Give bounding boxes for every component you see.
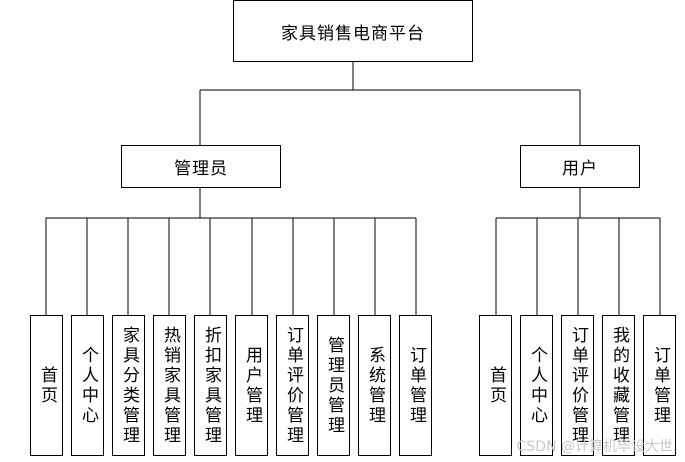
leaf-label: 个人中心 bbox=[78, 345, 98, 426]
leaf-label: 用户管理 bbox=[242, 345, 262, 426]
group-node-user-label: 用户 bbox=[562, 159, 598, 179]
admin-leaf-category-mgmt: 家具分类管理 bbox=[112, 315, 145, 456]
admin-leaf-admin-mgmt: 管理员管理 bbox=[317, 315, 350, 456]
user-leaf-order-review-mgmt: 订单评价管理 bbox=[561, 315, 594, 456]
admin-leaf-hot-furniture-mgmt: 热销家具管理 bbox=[153, 315, 186, 456]
group-node-user: 用户 bbox=[520, 145, 640, 188]
leaf-label: 首页 bbox=[37, 365, 57, 406]
leaf-label: 热销家具管理 bbox=[160, 325, 180, 446]
leaf-label: 管理员管理 bbox=[324, 335, 344, 436]
leaf-label: 个人中心 bbox=[527, 345, 547, 426]
admin-leaf-user-mgmt: 用户管理 bbox=[235, 315, 268, 456]
admin-leaf-profile: 个人中心 bbox=[71, 315, 104, 456]
leaf-label: 订单管理 bbox=[650, 345, 670, 426]
watermark: CSDN @计算机毕设大世 bbox=[516, 439, 673, 455]
admin-leaf-order-mgmt: 订单管理 bbox=[399, 315, 432, 456]
leaf-label: 订单评价管理 bbox=[568, 325, 588, 446]
leaf-label: 首页 bbox=[486, 365, 506, 406]
user-leaf-profile: 个人中心 bbox=[520, 315, 553, 456]
user-leaf-order-mgmt: 订单管理 bbox=[643, 315, 676, 456]
admin-leaf-home: 首页 bbox=[30, 315, 63, 456]
leaf-label: 系统管理 bbox=[365, 345, 385, 426]
leaf-label: 折扣家具管理 bbox=[201, 325, 221, 446]
root-node-label: 家具销售电商平台 bbox=[281, 23, 425, 44]
admin-leaf-discount-furniture-mgmt: 折扣家具管理 bbox=[194, 315, 227, 456]
leaf-label: 家具分类管理 bbox=[119, 325, 139, 446]
root-node: 家具销售电商平台 bbox=[233, 0, 473, 62]
group-node-admin: 管理员 bbox=[121, 145, 281, 188]
user-leaf-favorites-mgmt: 我的收藏管理 bbox=[602, 315, 635, 456]
leaf-label: 我的收藏管理 bbox=[609, 325, 629, 446]
admin-leaf-system-mgmt: 系统管理 bbox=[358, 315, 391, 456]
leaf-label: 订单评价管理 bbox=[283, 325, 303, 446]
admin-leaf-order-review-mgmt: 订单评价管理 bbox=[276, 315, 309, 456]
leaf-label: 订单管理 bbox=[406, 345, 426, 426]
user-leaf-home: 首页 bbox=[479, 315, 512, 456]
group-node-admin-label: 管理员 bbox=[174, 159, 228, 179]
